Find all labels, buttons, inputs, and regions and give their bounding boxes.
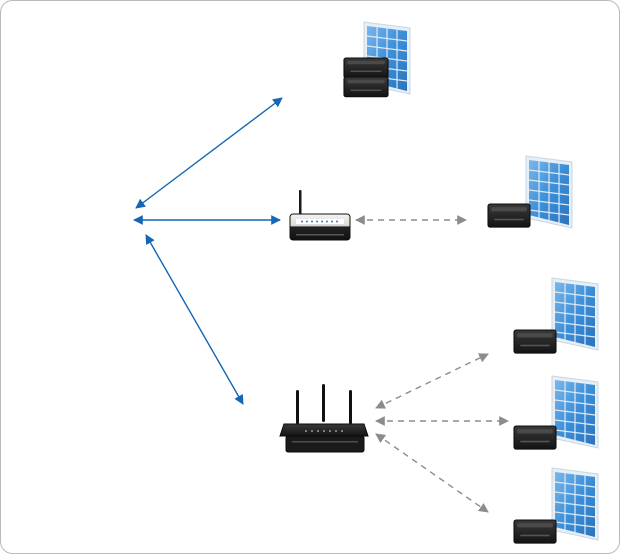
wifi-gateway-icon	[289, 190, 351, 241]
link-hub-to-router	[145, 234, 244, 405]
link-hub-to-solar-top	[135, 97, 283, 209]
link-router-to-solar-c	[375, 433, 489, 513]
router-icon	[279, 384, 369, 453]
link-router-to-solar-a	[375, 353, 489, 409]
